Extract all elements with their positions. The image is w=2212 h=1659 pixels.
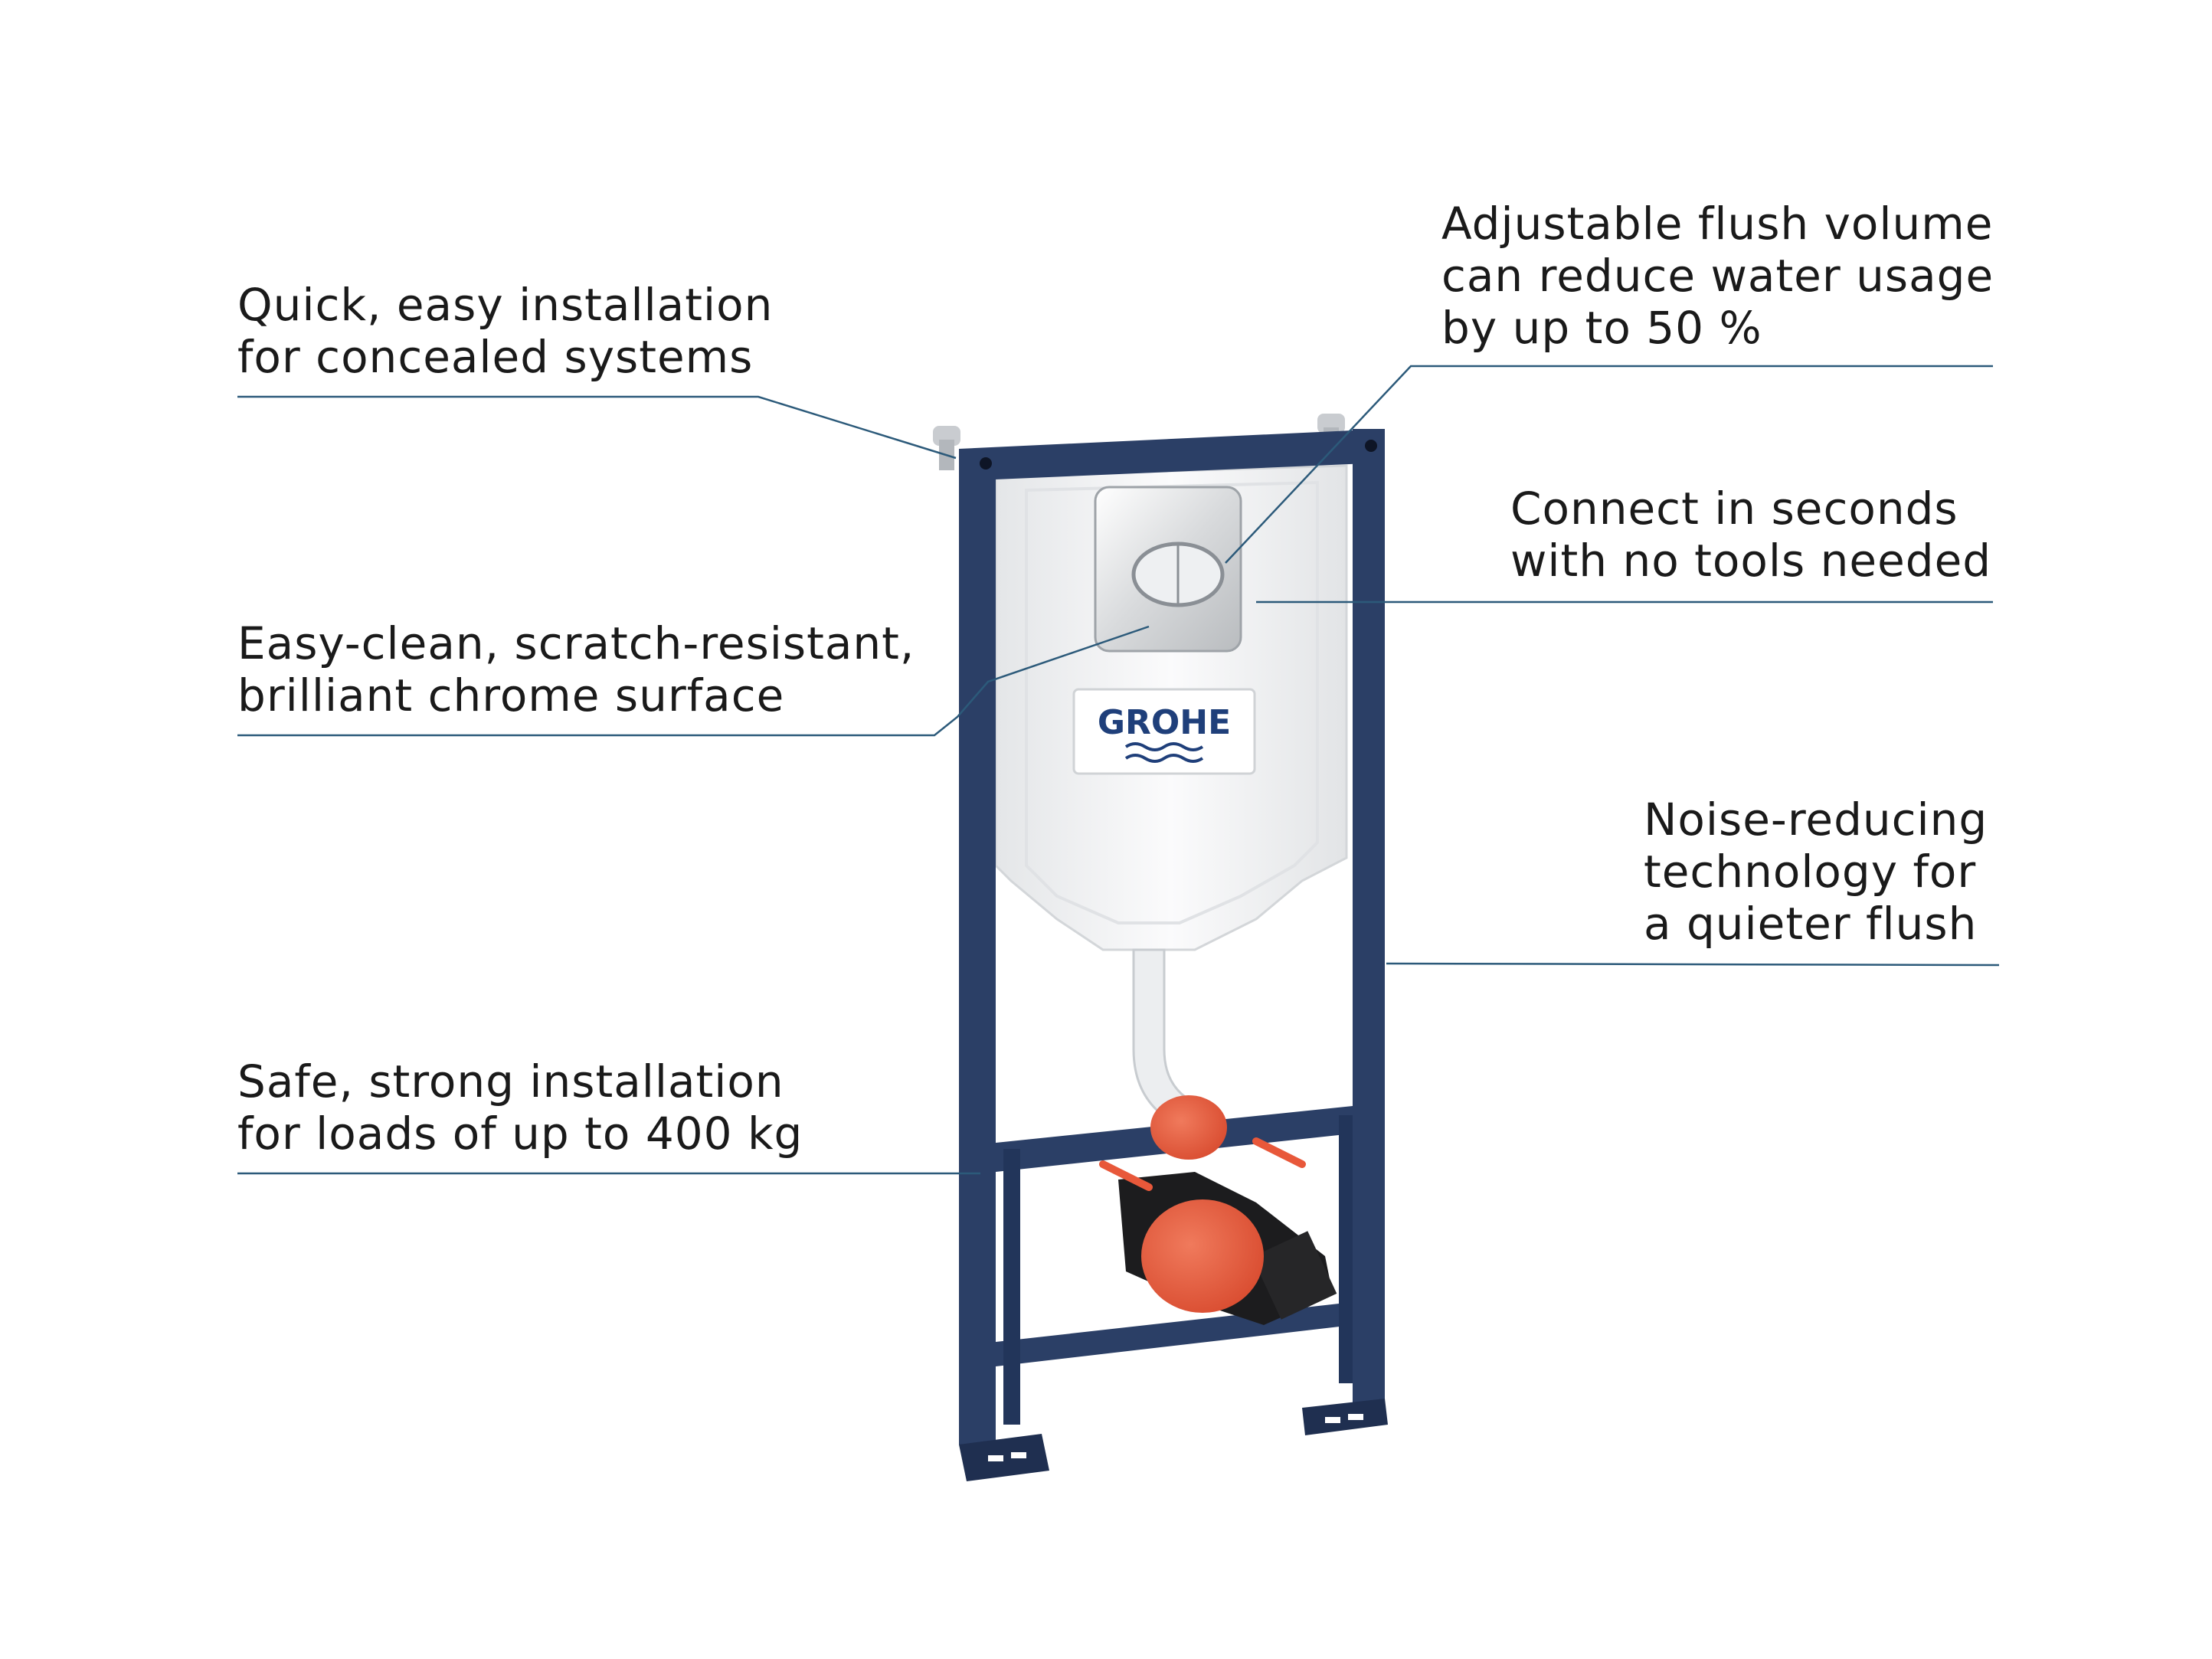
callout-noise-reducing-line-3: a quieter flush [1644,898,1978,950]
callout-adjustable-flush-line-1: Adjustable flush volume [1441,198,1994,250]
leader-quick-install [237,395,957,460]
fixing-rods [1099,1137,1306,1191]
leader-adjustable-flush [1225,365,1993,564]
grohe-logo: GROHE [1098,703,1231,742]
callout-connect-seconds-line-2: with no tools needed [1510,535,1992,587]
foot-slots [988,1414,1363,1461]
callout-connect-seconds: Connect in seconds with no tools needed [1510,483,1991,587]
leader-easy-clean [237,625,1150,737]
callout-easy-clean-line-2: brilliant chrome surface [237,669,785,722]
frame-bolts [980,440,1377,470]
callout-adjustable-flush-line-2: can reduce water usage [1441,250,1994,302]
orange-cap-lower [1141,1199,1264,1313]
callout-noise-reducing-line-2: technology for [1644,846,1977,898]
callout-easy-clean: Easy-clean, scratch-resistant, brilliant… [237,617,915,722]
callout-adjustable-flush: Adjustable flush volume can reduce water… [1441,198,1994,354]
callout-quick-install: Quick, easy installation for concealed s… [237,279,773,383]
callout-safe-strong: Safe, strong installation for loads of u… [237,1055,803,1160]
callout-safe-strong-line-2: for loads of up to 400 kg [237,1108,803,1160]
callout-connect-seconds-line-1: Connect in seconds [1510,483,1958,535]
logo-plate [1072,688,1256,775]
cistern: GROHE [994,464,1348,1127]
leader-noise-reducing [1386,962,2000,967]
orange-cap-upper [1150,1095,1227,1160]
callout-adjustable-flush-line-3: by up to 50 % [1441,302,1762,354]
callout-noise-reducing: Noise-reducing technology for a quieter … [1644,794,1988,950]
callout-quick-install-line-1: Quick, easy installation [237,279,774,331]
callout-easy-clean-line-1: Easy-clean, scratch-resistant, [237,617,915,669]
callout-quick-install-line-2: for concealed systems [237,331,754,383]
mounting-frame [959,429,1388,1481]
callout-noise-reducing-line-1: Noise-reducing [1644,794,1988,846]
callout-safe-strong-line-1: Safe, strong installation [237,1055,784,1108]
wall-bracket-left [933,426,960,470]
